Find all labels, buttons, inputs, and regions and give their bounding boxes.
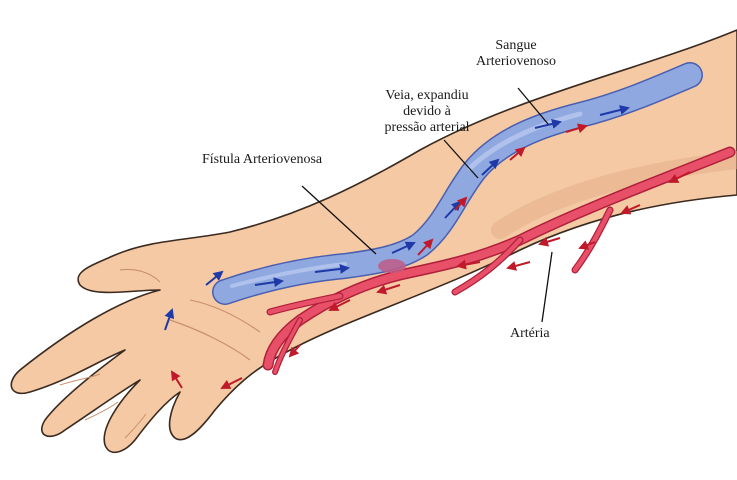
label-veia-line-2: devido à: [372, 104, 482, 120]
label-veia-expandiu: Veia, expandiu devido à pressão arterial: [372, 88, 482, 136]
label-veia-line-3: pressão arterial: [372, 120, 482, 136]
label-fistula-arteriovenosa: Fístula Arteriovenosa: [202, 152, 322, 168]
flow-arrow-red: [508, 262, 530, 268]
label-sangue-line-2: Arteriovenoso: [456, 54, 576, 70]
label-sangue-arteriovenoso: Sangue Arteriovenoso: [456, 38, 576, 70]
label-arteria: Artéria: [510, 326, 550, 342]
label-sangue-line-1: Sangue: [456, 38, 576, 54]
fistula-junction: [378, 259, 406, 273]
leader-line-arteria: [542, 252, 552, 322]
label-veia-line-1: Veia, expandiu: [372, 88, 482, 104]
